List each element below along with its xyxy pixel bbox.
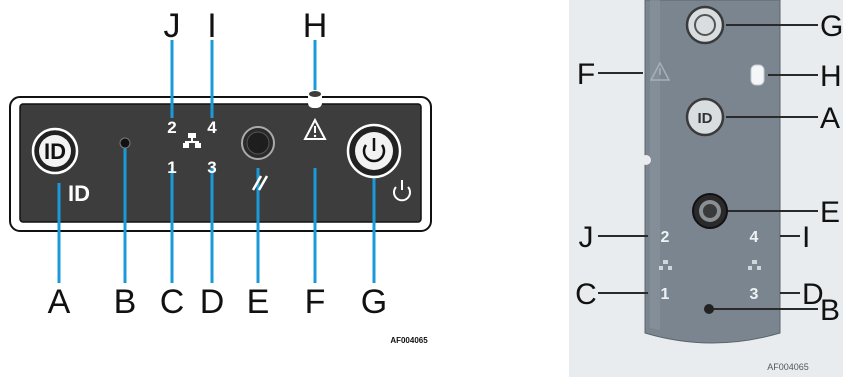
photo-callout-label-f: F: [577, 58, 595, 91]
photo-callout-label-c: C: [575, 278, 597, 311]
control-panel: [19, 103, 422, 223]
power-button[interactable]: [346, 123, 402, 179]
callout-label-j: J: [164, 7, 181, 45]
callout-label-d: D: [200, 283, 225, 321]
photo-callout-label-j: J: [579, 221, 594, 254]
photo-nic-number-2: 2: [661, 229, 670, 246]
photo-callout-label-h: H: [820, 60, 842, 93]
photo-id-button-label: ID: [698, 110, 713, 127]
callout-label-h: H: [303, 7, 328, 45]
left-panel-illustration: ID ID 2 4 1 3: [9, 7, 432, 345]
photo-callout-label-e: E: [820, 196, 840, 229]
pinhole-indicator[interactable]: [119, 137, 131, 149]
photo-callout-label-i: I: [802, 221, 810, 254]
bezel-strip: [644, 0, 781, 344]
photo-callout-label-b: B: [820, 294, 840, 327]
photo-drive-icon: [750, 64, 765, 86]
photo-id-button[interactable]: ID: [685, 97, 725, 137]
callout-label-e: E: [247, 283, 270, 321]
callout-label-f: F: [305, 283, 326, 321]
photo-figure-id: AF004065: [767, 362, 809, 372]
callout-label-c: C: [160, 283, 185, 321]
photo-network-icon-left: [659, 260, 672, 270]
figure-id: AF004065: [390, 336, 428, 345]
photo-nic-number-1: 1: [661, 286, 670, 303]
reset-icon: [251, 175, 269, 191]
photo-nic-number-3: 3: [750, 286, 759, 303]
drive-activity-icon: [308, 91, 322, 108]
leader-lines: [598, 24, 818, 310]
callout-label-g: G: [361, 283, 387, 321]
warning-icon: [303, 117, 327, 140]
id-button-label: ID: [44, 139, 66, 164]
photo-reset-button[interactable]: [692, 193, 728, 229]
photo-callout-label-g: G: [820, 10, 843, 43]
reset-button[interactable]: [241, 126, 275, 160]
photo-pinhole-indicator[interactable]: [704, 304, 714, 314]
nic-number-3: 3: [207, 158, 216, 177]
photo-power-button[interactable]: [685, 5, 725, 45]
id-indicator-label: ID: [68, 181, 90, 206]
callout-lines: [57, 40, 376, 283]
right-panel-photo: ID 2 4 1 3 F J C G H A: [569, 0, 843, 377]
photo-warning-icon: [649, 61, 671, 81]
callout-label-i: I: [207, 7, 216, 45]
callout-label-b: B: [114, 283, 137, 321]
photo-callout-label-d: D: [802, 278, 824, 311]
photo-network-icon-right: [748, 260, 761, 270]
nic-number-4: 4: [207, 118, 217, 137]
power-icon: [393, 180, 411, 202]
nic-number-2: 2: [167, 118, 176, 137]
callout-label-a: A: [48, 283, 71, 321]
photo-callout-label-a: A: [820, 102, 840, 135]
network-icon: [183, 133, 201, 148]
id-button[interactable]: ID: [31, 127, 79, 175]
nic-number-1: 1: [167, 158, 176, 177]
photo-nic-number-4: 4: [750, 229, 759, 246]
